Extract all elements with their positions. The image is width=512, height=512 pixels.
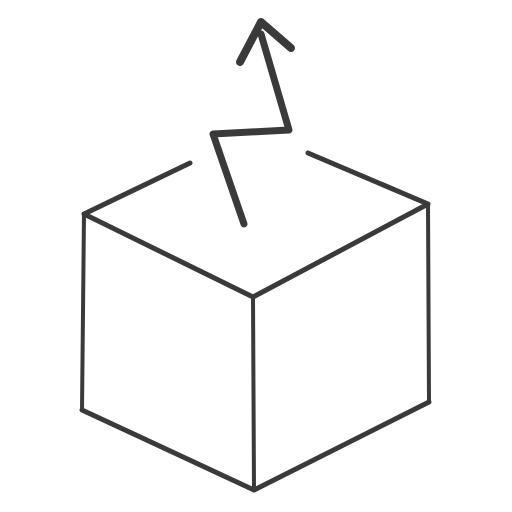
box-top-front-right-edge (250, 201, 431, 300)
lightning-arrow-icon (209, 18, 295, 228)
box-bottom-left-edge (79, 407, 257, 493)
box-top-left-flap (81, 160, 193, 217)
box-top-front-left-edge (81, 211, 256, 300)
box-left-edge (80, 212, 86, 412)
box-middle-edge (251, 295, 256, 492)
arrow-head (236, 18, 295, 66)
box-right-edge (426, 202, 431, 404)
box-top-right-flap (305, 150, 431, 207)
box-bottom-right-edge (251, 399, 432, 493)
box-icon (79, 150, 432, 493)
arrow-zigzag-shaft (209, 30, 293, 228)
